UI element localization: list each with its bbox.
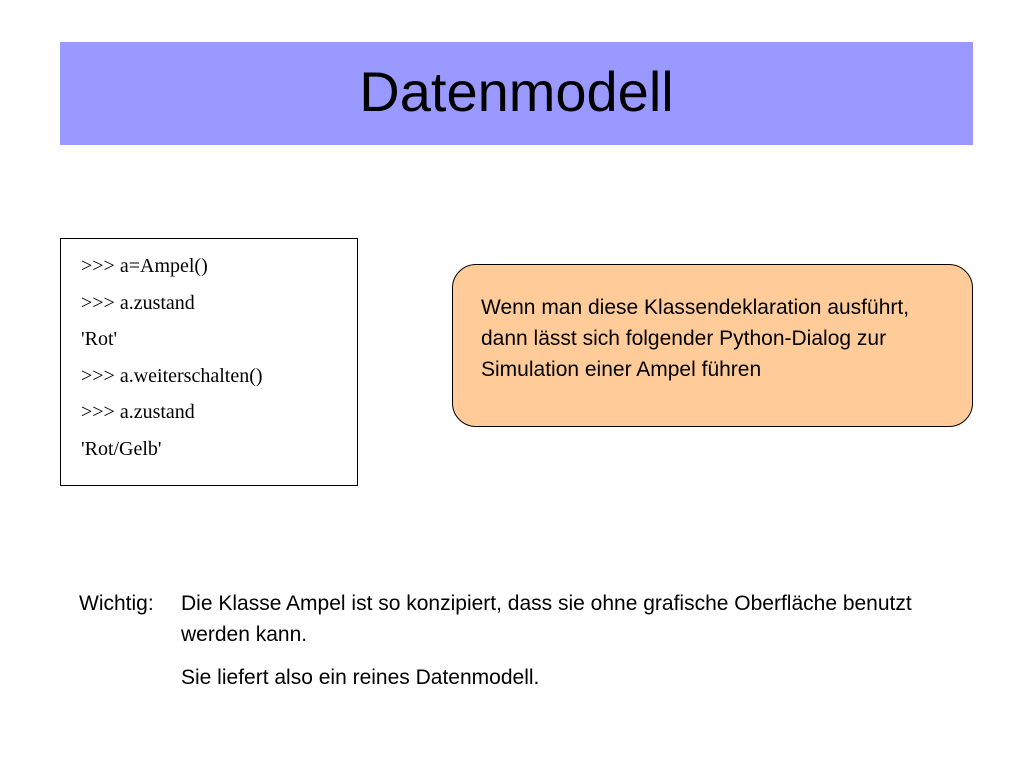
code-line: >>> a.zustand — [81, 401, 195, 423]
code-line: >>> a.zustand — [81, 291, 195, 314]
explanation-note: Wenn man diese Klassendeklaration ausfüh… — [452, 264, 973, 427]
important-paragraph-1: Die Klasse Ampel ist so konzipiert, dass… — [181, 592, 912, 646]
code-line: 'Rot' — [81, 328, 118, 350]
python-dialog-box: >>> a=Ampel() >>> a.zustand 'Rot' >>> a.… — [60, 238, 358, 486]
note-text: Wenn man diese Klassendeklaration ausfüh… — [481, 296, 910, 381]
code-line: >>> a=Ampel() — [81, 255, 208, 277]
important-paragraph-2: Sie liefert also ein reines Datenmodell. — [181, 666, 540, 689]
important-note: Wichtig: Die Klasse Ampel ist so konzipi… — [79, 588, 979, 705]
slide-title: Datenmodell — [359, 59, 674, 123]
code-line: 'Rot/Gelb' — [81, 437, 162, 460]
title-bar: Datenmodell — [60, 42, 973, 145]
important-body: Die Klasse Ampel ist so konzipiert, dass… — [181, 588, 979, 705]
important-label: Wichtig: — [79, 592, 154, 615]
code-line: >>> a.weiterschalten() — [81, 364, 263, 387]
